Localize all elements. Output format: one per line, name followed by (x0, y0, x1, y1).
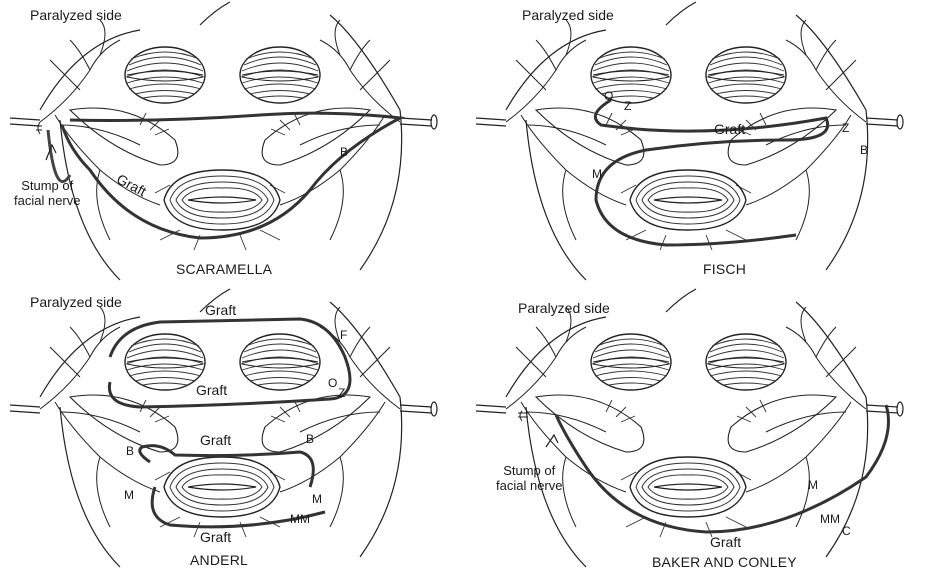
panel-baker-and-conley: Paralyzed side Stump of facial nerve M M… (466, 287, 932, 574)
branch-label-mm: MM (820, 513, 840, 525)
panel-fisch: Paralyzed side O Z Graft Z B M FISCH (466, 0, 932, 287)
stump-line-2: facial nerve (496, 478, 562, 493)
panel-caption: SCARAMELLA (176, 262, 272, 276)
graft-label-2: Graft (196, 383, 227, 397)
stump-line-1: Stump of (496, 463, 562, 478)
panel-caption: ANDERL (190, 553, 248, 567)
side-label: Paralyzed side (522, 8, 614, 22)
panel-scaramella: Paralyzed side Graft B Stump of facial n… (0, 0, 466, 287)
side-label: Paralyzed side (518, 301, 610, 315)
scaramella-graft-path (62, 113, 400, 238)
baker-conley-diagram (466, 287, 932, 574)
branch-label-f: F (340, 329, 347, 341)
branch-label-b: B (340, 146, 348, 158)
branch-label-o: O (328, 377, 337, 389)
stump-line-1: Stump of (14, 178, 80, 193)
branch-label-m-right: M (312, 493, 322, 505)
stump-label: Stump of facial nerve (496, 463, 562, 493)
branch-label-z-left: Z (624, 100, 631, 112)
branch-label-b: B (860, 144, 868, 156)
branch-label-c: C (842, 525, 851, 537)
anderl-graft-top (109, 319, 350, 407)
anderl-diagram (0, 287, 466, 574)
branch-label-b-left: B (126, 445, 134, 457)
graft-label-4: Graft (200, 530, 231, 544)
stump-line-2: facial nerve (14, 193, 80, 208)
stump-label: Stump of facial nerve (14, 178, 80, 208)
branch-label-mm: MM (290, 513, 310, 525)
branch-label-m: M (808, 479, 818, 491)
branch-label-m: M (592, 168, 602, 180)
scaramella-diagram (0, 0, 466, 287)
branch-label-z-right: Z (842, 122, 849, 134)
branch-label-z: Z (338, 387, 345, 399)
side-label: Paralyzed side (30, 8, 122, 22)
branch-label-m-left: M (124, 489, 134, 501)
graft-label: Graft (714, 122, 745, 136)
graft-label-3: Graft (200, 433, 231, 447)
graft-label-1: Graft (205, 303, 236, 317)
panel-caption: BAKER AND CONLEY (652, 555, 797, 569)
panel-caption: FISCH (703, 262, 746, 276)
branch-label-b-right: B (306, 433, 314, 445)
panel-anderl: Paralyzed side Graft Graft Graft Graft F… (0, 287, 466, 574)
side-label: Paralyzed side (30, 295, 122, 309)
graft-label: Graft (710, 535, 741, 549)
branch-label-o: O (604, 90, 613, 102)
